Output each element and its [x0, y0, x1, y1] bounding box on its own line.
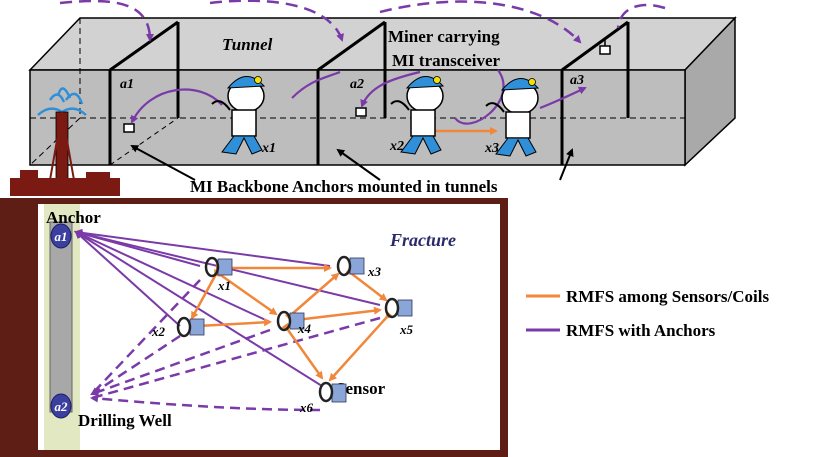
sensor-x6-icon	[318, 381, 347, 403]
tunnel-anchor-a3-label: a3	[570, 73, 584, 88]
legend-item-sensors: RMFS among Sensors/Coils	[526, 287, 769, 306]
miner-caption-line1: Miner carrying	[388, 27, 500, 46]
sensor-x5-icon	[384, 297, 413, 319]
tunnel-purple-dashed-links	[59, 0, 666, 44]
sensor-heading: Sensor	[336, 379, 386, 398]
tunnel-anchor-a2-icon	[355, 107, 367, 117]
legend: RMFS among Sensors/Coils RMFS with Ancho…	[526, 287, 769, 340]
sensor-x2-icon	[176, 316, 205, 338]
miner-x2-label: x2	[389, 139, 404, 154]
miner-x3-label: x3	[484, 141, 499, 156]
sensor-links	[190, 264, 393, 382]
sensor-x1-icon	[204, 256, 233, 278]
sensor-x6-label: x6	[299, 400, 314, 415]
anchor-a2-node: a2	[50, 393, 72, 419]
tunnel-anchor-a1-icon	[123, 123, 135, 133]
sensor-x2-label: x2	[151, 324, 166, 339]
anchors-caption: MI Backbone Anchors mounted in tunnels	[190, 177, 498, 196]
tunnel-anchor-a1-label: a1	[120, 77, 134, 92]
tunnel-section: Tunnel Miner carrying MI transceiver a1 …	[28, 0, 737, 196]
tunnel-anchor-a2-label: a2	[350, 77, 364, 92]
miner-caption-line2: MI transceiver	[392, 51, 501, 70]
anchor-heading: Anchor	[46, 208, 101, 227]
anchor-a2-label: a2	[55, 399, 69, 414]
miner-x1-label: x1	[261, 141, 276, 156]
legend-label-sensors: RMFS among Sensors/Coils	[566, 287, 769, 306]
tunnel-frame-1	[108, 20, 180, 166]
sensor-x4-icon	[276, 310, 305, 332]
sensor-x3-icon	[336, 255, 365, 277]
tunnel-frame-3	[560, 20, 630, 165]
tunnel-purple-solid-links	[131, 69, 587, 125]
tunnel-anchor-a3-icon	[599, 45, 611, 55]
anchor-a1-label: a1	[55, 229, 68, 244]
sensor-x5-label: x5	[399, 322, 414, 337]
legend-item-anchors: RMFS with Anchors	[526, 321, 716, 340]
sensor-x4-label: x4	[297, 321, 312, 336]
legend-label-anchors: RMFS with Anchors	[566, 321, 716, 340]
miner-x2-icon	[390, 76, 445, 155]
drilling-well	[49, 221, 73, 413]
miner-x3-icon	[485, 78, 540, 157]
fracture-title: Fracture	[389, 230, 456, 250]
sensor-x1-label: x1	[217, 278, 231, 293]
tunnel-frame-2	[316, 20, 387, 165]
tunnel-hidden-edge	[29, 117, 81, 166]
oil-rig-icon	[10, 87, 120, 196]
anchor-a1-node: a1	[50, 223, 72, 249]
sensor-x3-label: x3	[367, 264, 382, 279]
miner-x1-icon	[211, 76, 266, 155]
fracture-field: Fracture Anchor Drilling Well Sensor	[0, 198, 508, 457]
drilling-well-label: Drilling Well	[78, 411, 172, 430]
tunnel-title: Tunnel	[222, 35, 273, 54]
